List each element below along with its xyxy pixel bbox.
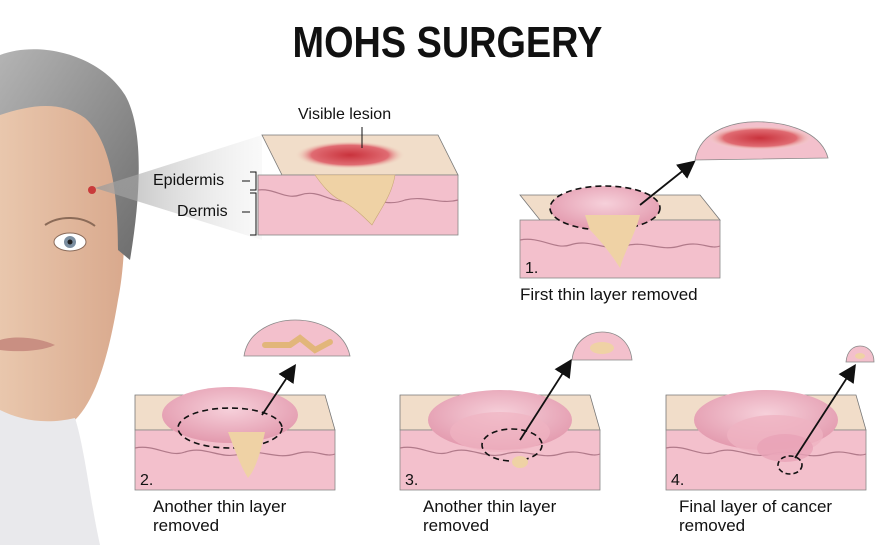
step-1-block (519, 185, 721, 279)
step-3-number: 3. (405, 472, 419, 489)
step-2-arrow (261, 364, 296, 416)
step-4-block (665, 390, 867, 491)
epidermis-bracket (250, 171, 257, 191)
step-3-caption-line2: removed (423, 516, 490, 535)
step-3-block (399, 390, 601, 491)
step-1-arrow (639, 160, 696, 206)
step-2-caption-line1: Another thin layer (153, 497, 287, 516)
skin-cross-section (257, 134, 459, 236)
step-1-caption: First thin layer removed (520, 285, 698, 304)
projection-cone (95, 135, 262, 240)
step-2-removed-layer (243, 319, 351, 357)
step-4-removed-layer (845, 345, 875, 363)
step-1-number: 1. (525, 260, 539, 277)
step-4-number: 4. (671, 472, 685, 489)
dermis-label: Dermis (177, 203, 228, 220)
step-3-caption-line1: Another thin layer (423, 497, 557, 516)
patient-face (0, 49, 139, 545)
step-4-caption-line2: removed (679, 516, 746, 535)
page-title: MOHS SURGERY (292, 18, 603, 67)
step-2-number: 2. (140, 472, 154, 489)
step-4-caption-line1: Final layer of cancer (679, 497, 833, 516)
step-2-caption-line2: removed (153, 516, 220, 535)
step-3-removed-layer (571, 331, 633, 361)
step-2-block (134, 387, 336, 491)
epidermis-label: Epidermis (153, 172, 225, 189)
visible-lesion-label: Visible lesion (298, 106, 392, 123)
step-1-removed-layer (694, 121, 829, 161)
step-3-arrow (519, 358, 572, 441)
step-4-arrow (794, 363, 856, 459)
dermis-bracket (250, 192, 257, 236)
